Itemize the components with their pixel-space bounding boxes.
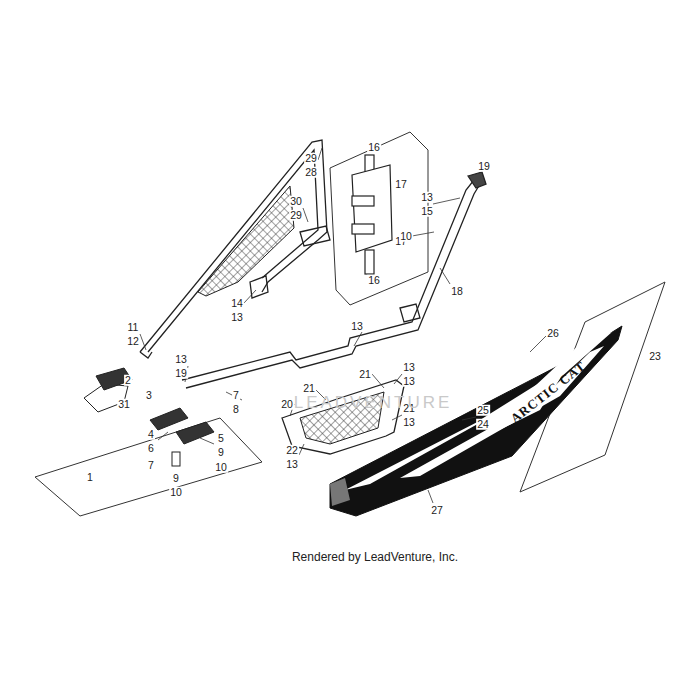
callout-number: 21 — [358, 369, 372, 380]
callout-number: 12 — [126, 336, 140, 347]
callout-number: 11 — [127, 322, 140, 333]
callout-number: 17 — [394, 179, 408, 190]
callout-number: 16 — [367, 275, 381, 286]
callout-number: 24 — [476, 419, 490, 430]
callout-number: 13 — [285, 459, 299, 470]
callout-number: 29 — [289, 210, 303, 221]
callout-number: 18 — [450, 286, 464, 297]
callout-number: 23 — [648, 351, 662, 362]
callout-number: 13 — [402, 376, 416, 387]
callout-number: 13 — [420, 192, 434, 203]
callout-number: 2 — [124, 375, 132, 386]
caption: Rendered by LeadVenture, Inc. — [292, 550, 458, 564]
callout-number: 20 — [280, 399, 294, 410]
callout-number: 6 — [147, 443, 155, 454]
watermark: LEADVENTURE — [293, 394, 454, 411]
callout-number: 21 — [302, 383, 316, 394]
callout-number: 30 — [289, 196, 303, 207]
callout-number: 15 — [420, 206, 434, 217]
callout-number: 26 — [546, 328, 560, 339]
callout-number: 10 — [214, 462, 228, 473]
callout-number: 13 — [350, 321, 364, 332]
callout-number: 14 — [230, 298, 244, 309]
callout-number: 13 — [230, 312, 244, 323]
callout-number: 28 — [304, 167, 318, 178]
callout-number: 13 — [402, 362, 416, 373]
callout-number: 22 — [285, 445, 299, 456]
callout-number: 8 — [232, 404, 240, 415]
callout-number: 19 — [174, 368, 188, 379]
callout-number: 10 — [399, 231, 413, 242]
callout-number: 25 — [476, 405, 490, 416]
callout-number: 19 — [477, 161, 491, 172]
callout-number: 13 — [402, 417, 416, 428]
callout-number: 9 — [217, 447, 225, 458]
callout-number: 13 — [174, 354, 188, 365]
callout-number: 16 — [367, 142, 381, 153]
callout-number: 1 — [86, 472, 94, 483]
callout-number: 3 — [145, 390, 153, 401]
callout-number: 29 — [304, 153, 318, 164]
callout-number: 7 — [232, 390, 240, 401]
callout-number: 7 — [147, 460, 155, 471]
callout-number: 4 — [147, 429, 155, 440]
callout-number: 9 — [172, 473, 180, 484]
callout-number: 27 — [430, 505, 444, 516]
callout-number: 10 — [169, 487, 183, 498]
callout-number: 31 — [117, 399, 131, 410]
callout-number: 5 — [217, 433, 225, 444]
